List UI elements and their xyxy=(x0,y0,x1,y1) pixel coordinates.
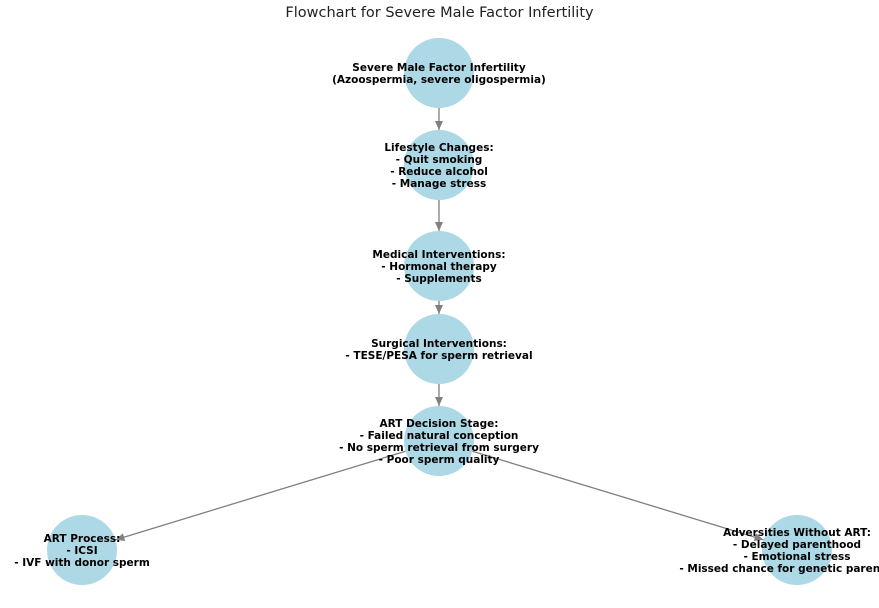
node-art_process xyxy=(47,515,117,585)
node-adversities xyxy=(762,515,832,585)
node-lifestyle xyxy=(404,130,474,200)
node-medical xyxy=(404,231,474,301)
node-label-line: - Failed natural conception xyxy=(360,430,519,442)
node-label-line: - Missed chance for genetic parenthood xyxy=(679,563,879,575)
node-label-lifestyle: Lifestyle Changes:- Quit smoking- Reduce… xyxy=(384,142,493,190)
node-label-line: Surgical Interventions: xyxy=(371,338,507,350)
node-label-line: - Emotional stress xyxy=(743,551,850,563)
node-label-line: - Reduce alcohol xyxy=(390,166,488,178)
node-label-line: ART Process: xyxy=(44,533,121,545)
node-label-severe: Severe Male Factor Infertility(Azoosperm… xyxy=(332,62,546,86)
node-label-adversities: Adversities Without ART:- Delayed parent… xyxy=(679,527,879,575)
node-label-line: Adversities Without ART: xyxy=(723,527,871,539)
node-surgical xyxy=(404,314,474,384)
node-label-line: - Poor sperm quality xyxy=(379,454,500,466)
node-label-line: - ICSI xyxy=(66,545,97,557)
node-label-line: - IVF with donor sperm xyxy=(14,557,150,569)
chart-title: Flowchart for Severe Male Factor Inferti… xyxy=(285,5,594,21)
node-label-surgical: Surgical Interventions:- TESE/PESA for s… xyxy=(345,338,532,362)
node-label-line: - No sperm retrieval from surgery xyxy=(339,442,539,454)
edge-art_decision-to-adversities xyxy=(472,450,764,542)
node-label-line: - Supplements xyxy=(396,273,482,285)
node-label-medical: Medical Interventions:- Hormonal therapy… xyxy=(372,249,505,285)
edge-art_decision-to-art_process xyxy=(115,450,406,541)
node-label-art_decision: ART Decision Stage:- Failed natural conc… xyxy=(339,418,539,466)
node-label-line: Medical Interventions: xyxy=(372,249,505,261)
node-label-line: - Delayed parenthood xyxy=(733,539,861,551)
node-label-line: (Azoospermia, severe oligospermia) xyxy=(332,74,546,86)
node-label-line: Severe Male Factor Infertility xyxy=(352,62,526,74)
node-art_decision xyxy=(404,406,474,476)
node-label-line: - TESE/PESA for sperm retrieval xyxy=(345,350,532,362)
node-label-art_process: ART Process:- ICSI- IVF with donor sperm xyxy=(14,533,150,569)
node-label-line: - Manage stress xyxy=(392,178,486,190)
node-label-line: - Quit smoking xyxy=(396,154,483,166)
node-label-line: ART Decision Stage: xyxy=(380,418,499,430)
node-severe xyxy=(404,38,474,108)
node-label-line: Lifestyle Changes: xyxy=(384,142,493,154)
node-label-line: - Hormonal therapy xyxy=(381,261,497,273)
